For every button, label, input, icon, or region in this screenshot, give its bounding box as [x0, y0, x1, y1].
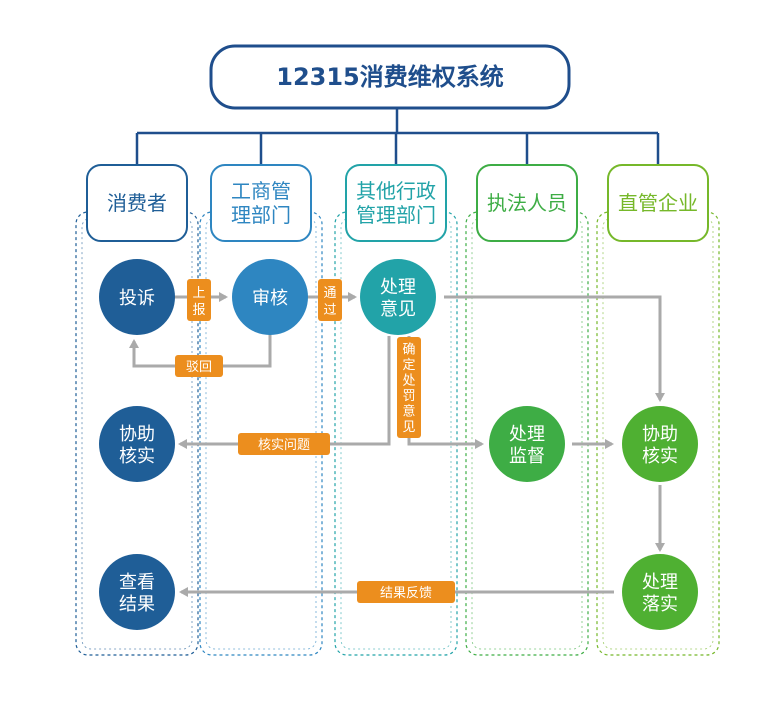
tag-pass: 通过 [318, 279, 342, 321]
tag-char: 确 [402, 343, 415, 358]
node-label: 处理 [380, 277, 416, 298]
lane-label: 消费者 [107, 191, 167, 215]
tag-text: 驳回 [186, 360, 212, 375]
node-circle [232, 259, 308, 335]
tag-char: 罚 [402, 389, 415, 404]
arrow-verify-issue [178, 336, 391, 449]
lane-label: 管理部门 [356, 203, 436, 227]
node-circle [489, 406, 565, 482]
node-label: 落实 [642, 594, 678, 615]
tag-reject: 驳回 [175, 355, 223, 377]
node-label: 核实 [642, 446, 678, 467]
node-label: 处理 [509, 424, 545, 445]
tag-char: 过 [323, 303, 336, 318]
node-circle [622, 554, 698, 630]
lane-label: 执法人员 [487, 191, 567, 215]
diagram-title: 12315消费维权系统 [276, 63, 504, 91]
tag-char: 处 [402, 374, 415, 389]
lane-label: 其他行政 [356, 179, 436, 203]
lane-header-4: 执法人员 [476, 164, 578, 242]
tag-verify-issue: 核实问题 [238, 433, 330, 455]
tag-char: 意 [402, 404, 415, 420]
tag-char: 报 [192, 303, 205, 318]
node-label: 意见 [380, 299, 416, 320]
lane-label: 理部门 [231, 203, 291, 227]
lane-label: 工商管 [231, 179, 291, 203]
title-box: 12315消费维权系统 [209, 44, 571, 110]
node-label: 协助 [642, 424, 678, 445]
node-label: 核实 [119, 446, 155, 467]
node-circle [99, 406, 175, 482]
lane-header-1: 消费者 [86, 164, 188, 242]
node-label: 审核 [252, 288, 288, 309]
tag-report: 上报 [187, 279, 211, 321]
node-circle [622, 406, 698, 482]
node-circle [99, 259, 175, 335]
arrow-opinion-to-enterprise [444, 295, 665, 402]
tag-text: 结果反馈 [380, 586, 432, 601]
node-label: 监督 [509, 446, 545, 467]
tag-feedback: 结果反馈 [357, 581, 455, 603]
lane-label: 直管企业 [618, 191, 698, 215]
tag-char: 见 [402, 420, 415, 435]
tag-char: 上 [192, 286, 205, 301]
node-review: 审核 [232, 259, 308, 335]
node-complaint: 投诉 [99, 259, 175, 335]
tag-char: 定 [402, 358, 415, 373]
lane-header-5: 直管企业 [607, 164, 709, 242]
node-label: 查看 [119, 572, 155, 593]
node-circle [99, 554, 175, 630]
node-label: 结果 [119, 594, 155, 615]
org-tree-connector [135, 108, 660, 165]
node-label: 投诉 [119, 288, 155, 309]
tag-text: 核实问题 [258, 438, 310, 453]
node-circle [360, 259, 436, 335]
node-label: 处理 [642, 572, 678, 593]
tag-char: 通 [323, 286, 336, 301]
node-label: 协助 [119, 424, 155, 445]
